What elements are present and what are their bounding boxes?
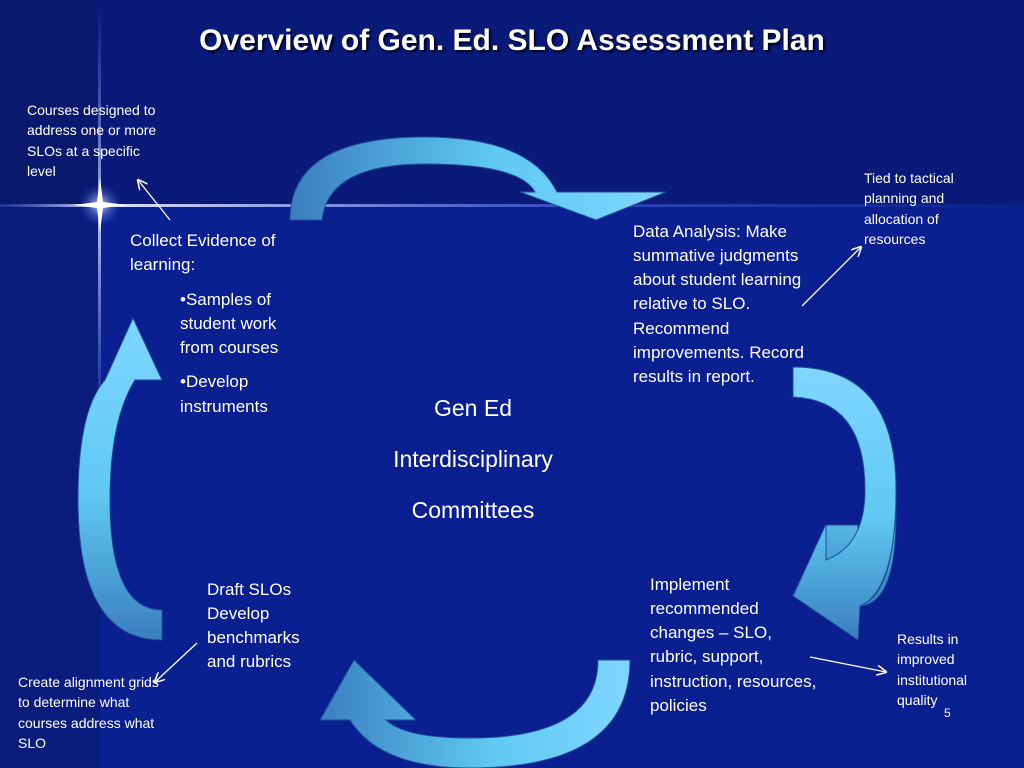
stage-implement: Implement recommended changes – SLO, rub… xyxy=(650,573,820,718)
pointer-line-results xyxy=(809,656,886,672)
cycle-arrow-top xyxy=(289,136,667,221)
note-results-text: Results in improved institutional qualit… xyxy=(897,631,968,708)
collect-heading: Collect Evidence of learning: xyxy=(130,231,276,275)
cycle-arrow-left xyxy=(77,316,163,641)
note-alignment-text: Create alignment grids to determine what… xyxy=(18,674,159,751)
pointer-line-tactical xyxy=(801,247,861,307)
star-sparkle-icon xyxy=(73,178,127,232)
cycle-arrow-bottom xyxy=(319,659,631,768)
slide-number: 5 xyxy=(944,706,951,720)
pointer-line-alignment xyxy=(155,642,198,682)
stage-collect-evidence: Collect Evidence of learning: xyxy=(130,229,310,277)
note-tactical-text: Tied to tactical planning and allocation… xyxy=(864,170,954,247)
stage-draft-slos: Draft SLOs Develop benchmarks and rubric… xyxy=(207,578,322,675)
cycle-arrow-right xyxy=(792,366,897,641)
stage-data-analysis: Data Analysis: Make summative judgments … xyxy=(633,220,818,389)
note-tactical-planning: Tied to tactical planning and allocation… xyxy=(864,168,984,249)
collect-bullet-instruments: •Develop instruments xyxy=(180,372,268,416)
note-courses-designed: Courses designed to address one or more … xyxy=(27,100,167,181)
center-line-3: Committees xyxy=(411,497,535,523)
sparkle-horizontal-line xyxy=(0,204,1024,207)
slide-title: Overview of Gen. Ed. SLO Assessment Plan xyxy=(199,24,825,57)
note-improved-quality: Results in improved institutional qualit… xyxy=(897,629,997,710)
note-alignment-grids: Create alignment grids to determine what… xyxy=(18,672,168,753)
draft-line-1: Draft SLOs xyxy=(207,580,292,599)
note-courses-text: Courses designed to address one or more … xyxy=(27,102,157,179)
implement-text: Implement recommended changes – SLO, rub… xyxy=(650,575,817,715)
center-committee-label: Gen Ed Interdisciplinary Committees xyxy=(350,383,596,536)
analysis-text: Data Analysis: Make summative judgments … xyxy=(633,222,805,386)
collect-bullets: •Samples of student work from courses •D… xyxy=(180,288,310,419)
draft-line-2: Develop benchmarks and rubrics xyxy=(207,604,300,672)
pointer-line-courses xyxy=(138,180,171,221)
center-line-2: Interdisciplinary xyxy=(393,446,553,472)
collect-bullet-samples: •Samples of student work from courses xyxy=(180,290,279,358)
center-line-1: Gen Ed xyxy=(434,395,512,421)
